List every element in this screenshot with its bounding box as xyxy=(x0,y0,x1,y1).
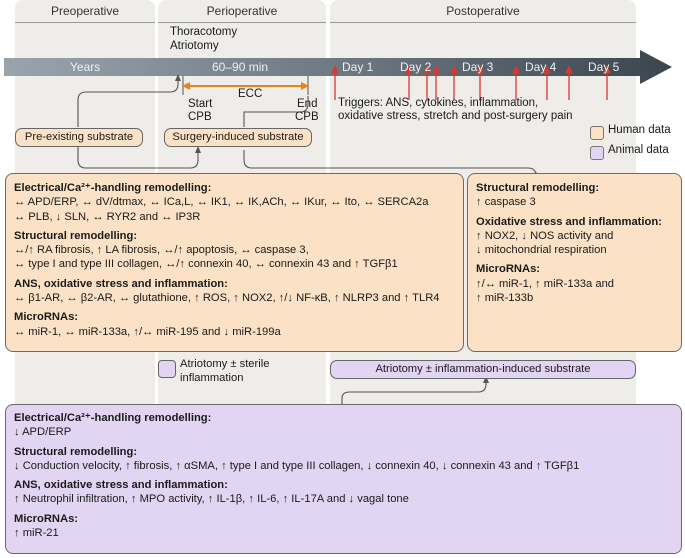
human-remodelling-box: Electrical/Ca²⁺-handling remodelling: ↔ … xyxy=(5,173,464,352)
legend-animal-label: Animal data xyxy=(608,144,669,156)
atriotomy-label: Atriotomy xyxy=(170,40,219,52)
post-mirna-line1: ↑/↔ miR-1, ↑ miR-133a and xyxy=(476,277,615,290)
timeline-day-2: Day 2 xyxy=(400,60,432,74)
atriotomy-to-animal-connector xyxy=(341,381,487,404)
post-structural-line1: ↑ caspase 3 xyxy=(476,196,536,209)
surgery-induced-substrate: Surgery-induced substrate xyxy=(164,128,312,147)
trigger-arrows xyxy=(330,65,612,100)
perioperative-title-rule xyxy=(158,22,326,23)
end-cpb-label-line1: End xyxy=(297,98,318,110)
post-oxidative-line2: ↓ mitochondrial respiration xyxy=(476,244,607,257)
surgery-induced-connector xyxy=(243,96,309,127)
preoperative-title: Preoperative xyxy=(50,4,120,18)
timeline-day-3: Day 3 xyxy=(462,60,494,74)
sterile-inflammation-line1: Atriotomy ± sterile xyxy=(180,358,270,370)
animal-remodelling-box: Electrical/Ca²⁺-handling remodelling: ↓ … xyxy=(5,404,682,554)
pre-existing-substrate: Pre-existing substrate xyxy=(15,128,143,147)
human-electrical-line1: ↔ APD/ERP, ↔ dV/dtmax, ↔ ICa,L, ↔ IK1, ↔… xyxy=(14,196,429,209)
perioperative-title: Perioperative xyxy=(206,4,278,18)
triggers-line2: oxidative stress, stretch and post-surge… xyxy=(338,110,573,122)
sterile-inflammation-line2: inflammation xyxy=(180,372,244,384)
animal-mirna-line1: ↑ miR-21 xyxy=(14,527,59,540)
human-mirna-heading: MicroRNAs: xyxy=(14,311,79,324)
sterile-inflammation-swatch xyxy=(158,360,176,378)
thoracotomy-label: Thoracotomy xyxy=(170,26,238,38)
animal-ans-line1: ↑ Neutrophil infiltration, ↑ MPO activit… xyxy=(14,493,409,506)
human-ans-heading: ANS, oxidative stress and inflammation: xyxy=(14,277,228,290)
animal-mirna-heading: MicroRNAs: xyxy=(14,512,79,525)
pre-existing-connector xyxy=(77,80,179,127)
ecc-arrowhead-right xyxy=(301,82,309,90)
timeline-day-1: Day 1 xyxy=(342,60,374,74)
legend-human-label: Human data xyxy=(608,124,671,136)
postoperative-title: Postoperative xyxy=(446,4,520,18)
surgery-to-post-connector xyxy=(243,150,537,177)
atriotomy-inflammation-substrate: Atriotomy ± inflammation-induced substra… xyxy=(330,360,636,379)
animal-ans-heading: ANS, oxidative stress and inflammation: xyxy=(14,479,228,492)
human-structural-line1: ↔/↑ RA fibrosis, ↑ LA fibrosis, ↔/↑ apop… xyxy=(14,244,309,257)
human-mirna-line1: ↔ miR-1, ↔ miR-133a, ↑/↔ miR-195 and ↓ m… xyxy=(14,325,281,338)
human-structural-line2: ↔ type I and type III collagen, ↔/↑ conn… xyxy=(14,258,398,271)
postoperative-title-rule xyxy=(330,22,636,23)
post-mirna-line2: ↑ miR-133b xyxy=(476,292,534,305)
post-structural-heading: Structural remodelling: xyxy=(476,182,600,194)
timeline-bar xyxy=(4,50,672,84)
animal-structural-line1: ↓ Conduction velocity, ↑ fibrosis, ↑ αSM… xyxy=(14,459,580,472)
post-oxidative-line1: ↑ NOX2, ↓ NOS activity and xyxy=(476,229,614,242)
start-cpb-label-line2: CPB xyxy=(188,111,212,123)
timeline-years: Years xyxy=(70,60,101,74)
preoperative-title-rule xyxy=(15,22,155,23)
human-electrical-line2: ↔ PLB, ↓ SLN, ↔ RYR2 and ↔ IP3R xyxy=(14,210,201,223)
end-cpb-label-line2: CPB xyxy=(295,111,319,123)
post-remodelling-box: Structural remodelling: ↑ caspase 3 Oxid… xyxy=(467,173,682,352)
human-ans-line1: ↔ β1-AR, ↔ β2-AR, ↔ glutathione, ↑ ROS, … xyxy=(14,292,440,305)
post-oxidative-heading: Oxidative stress and inflammation: xyxy=(476,215,662,228)
animal-electrical-line1: ↓ APD/ERP xyxy=(14,426,72,439)
ecc-label: ECC xyxy=(238,88,263,100)
post-mirna-heading: MicroRNAs: xyxy=(476,263,541,276)
legend-animal-swatch xyxy=(590,146,604,160)
human-electrical-heading: Electrical/Ca²⁺-handling remodelling: xyxy=(14,182,212,194)
timeline-day-4: Day 4 xyxy=(525,60,557,74)
ecc-arrowhead-left xyxy=(182,82,190,90)
human-structural-heading: Structural remodelling: xyxy=(14,229,138,242)
pre-to-human-connector xyxy=(77,147,199,169)
start-cpb-label-line1: Start xyxy=(188,98,213,110)
triggers-line1: Triggers: ANS, cytokines, inflammation, xyxy=(338,97,539,109)
animal-structural-heading: Structural remodelling: xyxy=(14,445,138,458)
legend-human-swatch xyxy=(590,126,604,140)
timeline-minutes: 60–90 min xyxy=(212,60,269,74)
animal-electrical-heading: Electrical/Ca²⁺-handling remodelling: xyxy=(14,412,212,424)
timeline-day-5: Day 5 xyxy=(588,60,620,74)
